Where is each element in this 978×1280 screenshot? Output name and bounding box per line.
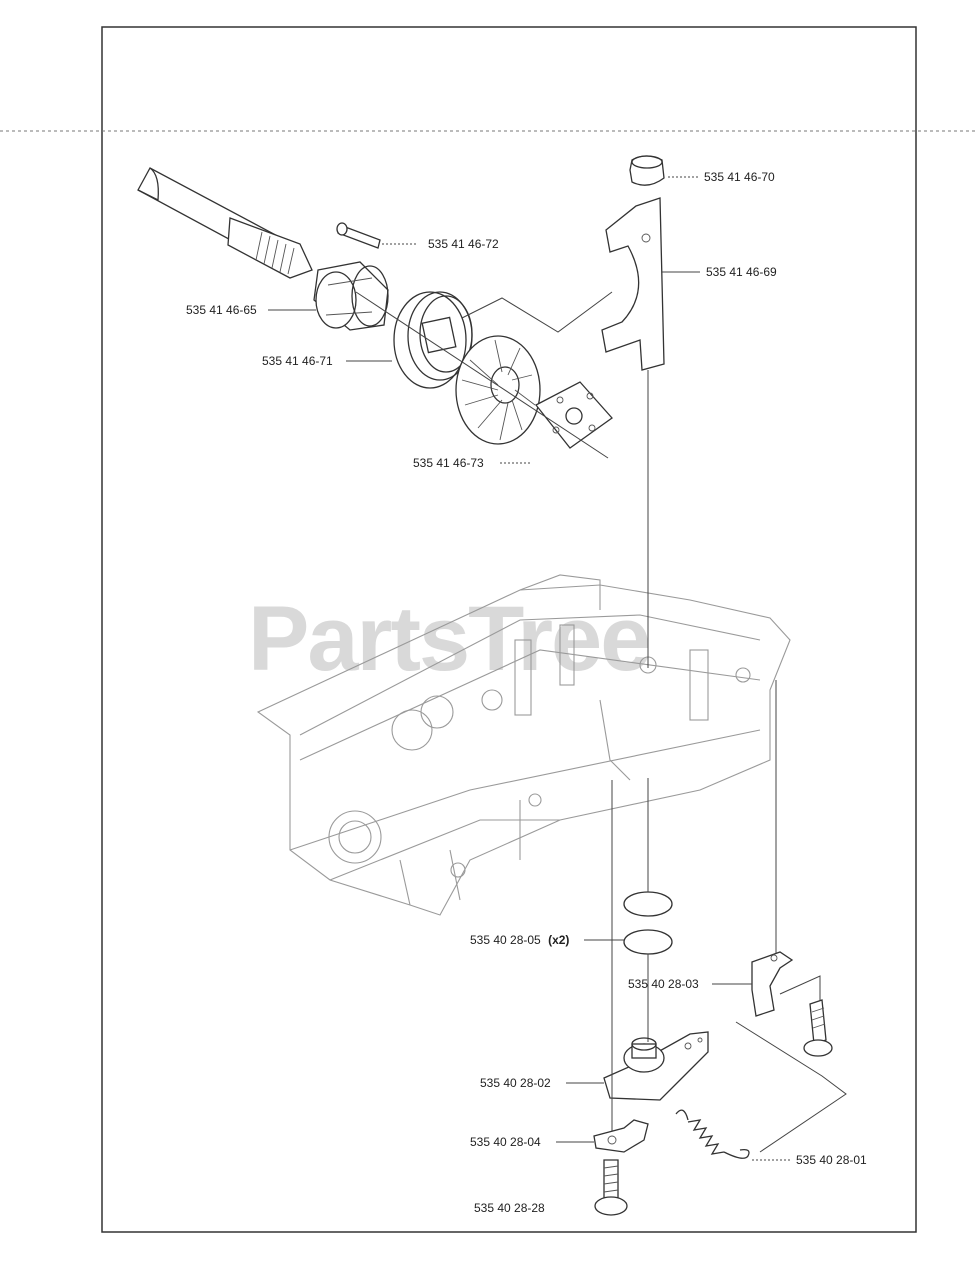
label-plate: 535 41 46-73 — [413, 456, 484, 470]
label-o-ring: 535 40 28-05 (x2) — [470, 933, 569, 947]
label-pulley: 535 41 46-71 — [262, 354, 333, 368]
label-cap: 535 41 46-70 — [704, 170, 775, 184]
bracket — [751, 951, 794, 1017]
bolt-lower — [594, 1159, 628, 1216]
cap — [629, 155, 665, 186]
label-bolt: 535 40 28-28 — [474, 1201, 545, 1215]
lock-plate — [593, 1119, 649, 1153]
bolt-right — [803, 999, 833, 1057]
spring-link-line — [735, 1021, 847, 1153]
label-lock-plate: 535 40 28-04 — [470, 1135, 541, 1149]
transmission-housing — [256, 574, 791, 916]
watermark: PartsTree — [248, 588, 649, 690]
bushing — [313, 261, 389, 331]
label-o-ring-qty: (x2) — [548, 933, 569, 947]
o-rings — [623, 891, 673, 955]
shaft-axis — [355, 291, 609, 459]
pin — [336, 222, 381, 249]
fork-link-line — [461, 291, 613, 333]
spacer-plate — [535, 381, 613, 449]
diagram-frame — [101, 26, 917, 1233]
label-spring: 535 40 28-01 — [796, 1153, 867, 1167]
return-spring — [675, 1109, 750, 1159]
label-fork: 535 41 46-69 — [706, 265, 777, 279]
cooling-fan — [455, 335, 541, 445]
axle-shaft — [137, 167, 313, 279]
label-o-ring-number: 535 40 28-05 — [470, 933, 541, 947]
label-bushing: 535 41 46-65 — [186, 303, 257, 317]
label-pin: 535 41 46-72 — [428, 237, 499, 251]
shift-lever — [603, 1031, 709, 1101]
label-lever: 535 40 28-02 — [480, 1076, 551, 1090]
label-bracket: 535 40 28-03 — [628, 977, 699, 991]
shift-fork — [601, 197, 665, 371]
